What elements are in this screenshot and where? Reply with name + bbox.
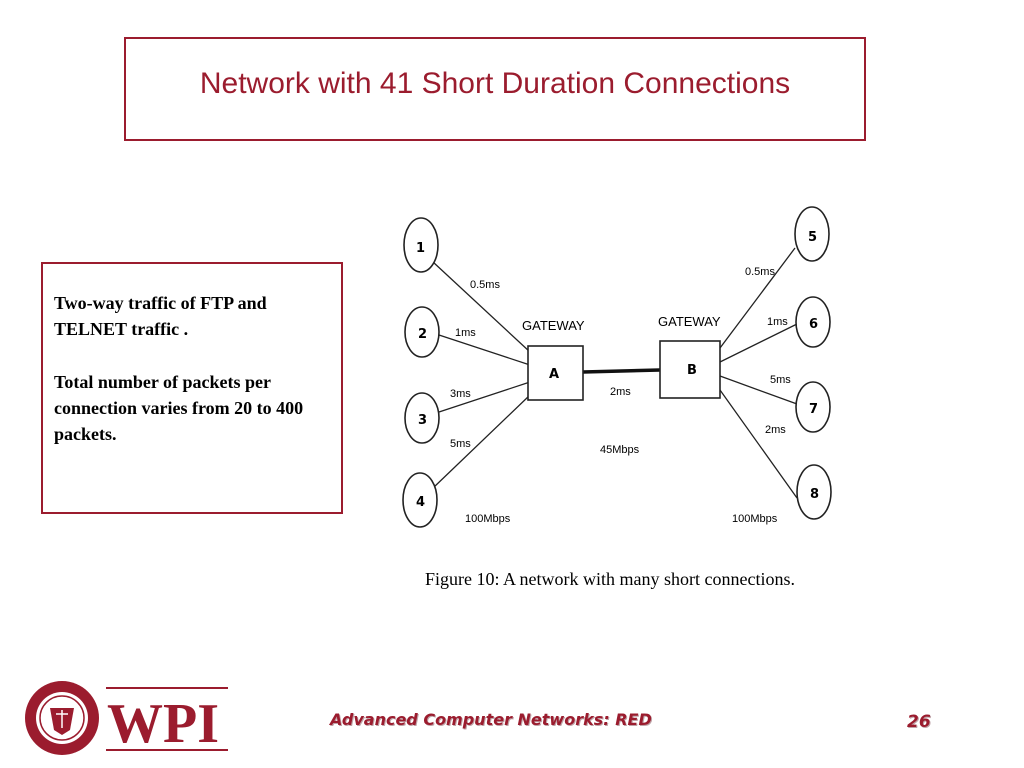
link-1-a — [432, 261, 531, 353]
delay-label-5: 0.5ms — [745, 266, 775, 278]
node-6 — [795, 296, 831, 348]
access-bandwidth-right-label: 100Mbps — [732, 513, 778, 525]
link-6-b — [719, 323, 798, 363]
access-bandwidth-left-label: 100Mbps — [465, 513, 511, 525]
router-a-label: A — [549, 367, 559, 382]
node-5 — [794, 206, 830, 262]
node-label-5: 5 — [808, 230, 817, 245]
node-label-8: 8 — [810, 487, 819, 502]
link-7-b — [719, 375, 798, 405]
page-number: 26 — [907, 712, 931, 732]
link-2-a — [438, 334, 531, 366]
gateway-label-b: GATEWAY — [658, 314, 721, 329]
router-b — [659, 340, 721, 399]
gateway-label-a: GATEWAY — [522, 318, 585, 333]
delay-label-1: 0.5ms — [470, 279, 500, 291]
network-diagram: 1 2 3 4 5 6 7 8 0.5ms 1ms 3ms 5ms 0.5ms … — [395, 200, 865, 600]
node-8 — [796, 464, 832, 520]
node-label-6: 6 — [809, 317, 818, 332]
description-box: Two-way traffic of FTP and TELNET traffi… — [41, 262, 343, 514]
node-label-4: 4 — [416, 495, 425, 510]
delay-label-2: 1ms — [455, 327, 476, 339]
delay-label-8: 2ms — [765, 424, 786, 436]
delay-label-4: 5ms — [450, 438, 471, 450]
link-5-b — [719, 247, 796, 349]
wpi-logo-graphic: WPI — [25, 681, 228, 755]
node-2 — [404, 306, 440, 358]
delay-label-7: 5ms — [770, 374, 791, 386]
node-label-7: 7 — [809, 402, 818, 417]
node-label-2: 2 — [418, 327, 427, 342]
slide-title: Network with 41 Short Duration Connectio… — [199, 67, 791, 100]
description-paragraph-2: Total number of packets per connection v… — [54, 372, 304, 444]
node-label-1: 1 — [416, 241, 425, 256]
wpi-wordmark: WPI — [107, 693, 219, 755]
wpi-logo: WPI — [24, 680, 230, 758]
description-paragraph-1: Two-way traffic of FTP and TELNET traffi… — [54, 293, 267, 339]
bottleneck-delay-label: 2ms — [610, 386, 631, 398]
bottleneck-link — [582, 368, 661, 374]
figure-caption: Figure 10: A network with many short con… — [425, 569, 795, 589]
node-3 — [404, 392, 440, 444]
footer-course-title: Advanced Computer Networks: RED — [330, 710, 652, 729]
node-4 — [402, 472, 438, 528]
router-a — [527, 345, 584, 401]
bottleneck-bandwidth-label: 45Mbps — [600, 444, 640, 456]
delay-label-3: 3ms — [450, 388, 471, 400]
router-b-label: B — [687, 363, 697, 378]
node-label-3: 3 — [418, 413, 427, 428]
link-8-b — [719, 389, 798, 499]
link-4-a — [432, 394, 531, 489]
link-3-a — [438, 381, 531, 413]
node-7 — [795, 381, 831, 433]
network-diagram-svg: 1 2 3 4 5 6 7 8 0.5ms 1ms 3ms 5ms 0.5ms … — [402, 206, 832, 589]
title-box: Network with 41 Short Duration Connectio… — [124, 37, 866, 141]
delay-label-6: 1ms — [767, 316, 788, 328]
node-1 — [403, 217, 439, 273]
